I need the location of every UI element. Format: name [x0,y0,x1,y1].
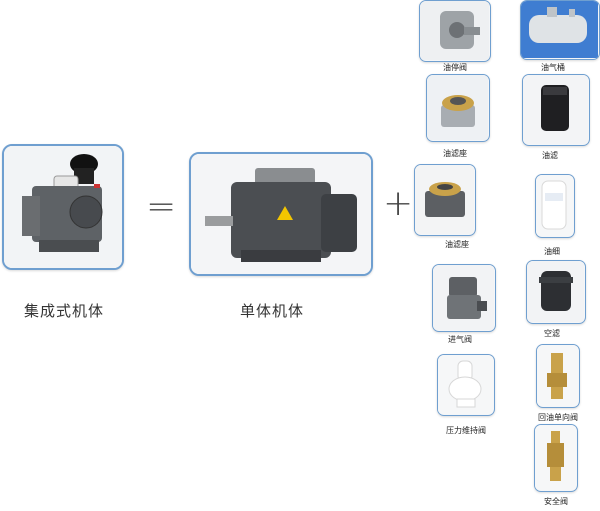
intake-valve-label: 进气阀 [448,334,472,345]
oil-filter-label: 油滤 [542,150,558,161]
oil-stop-valve-image [420,1,489,60]
check-valve-label: 回油单向阀 [538,412,578,423]
oil-separator-label: 油细 [544,246,560,257]
oil-separator-image [536,175,573,236]
air-filter-image [527,261,584,322]
min-pressure-valve-card [437,354,495,416]
oil-gas-tank-card [520,0,600,60]
oil-filter-seat-b-card [414,164,476,236]
integrated-unit-label: 集成式机体 [24,300,104,321]
safety-valve-image [535,425,576,490]
integrated-unit-card [2,144,124,270]
oil-stop-valve-label: 油停阀 [443,62,467,73]
oil-filter-seat-a-card [426,74,490,142]
safety-valve-label: 安全阀 [544,496,568,507]
single-compressor-image [191,154,371,274]
air-filter-label: 空滤 [544,328,560,339]
intake-valve-card [432,264,496,332]
oil-separator-card [535,174,575,238]
oil-filter-image [523,75,588,144]
oil-filter-seat-b-image [415,165,474,234]
check-valve-card [536,344,580,408]
single-unit-card [189,152,373,276]
air-filter-card [526,260,586,324]
equals-sign: = [146,186,176,227]
oil-gas-tank-label: 油气桶 [541,62,565,73]
min-pressure-valve-label: 压力维持阀 [446,425,486,436]
oil-gas-tank-image [521,1,598,58]
oil-filter-seat-a-image [427,75,488,140]
oil-filter-seat-a-label: 油滤座 [443,148,467,159]
oil-filter-card [522,74,590,146]
safety-valve-card [534,424,578,492]
check-valve-image [537,345,578,406]
intake-valve-image [433,265,494,330]
min-pressure-valve-image [438,355,493,414]
plus-sign: + [383,183,413,224]
single-unit-label: 单体机体 [240,300,304,321]
integrated-compressor-image [4,146,122,268]
oil-stop-valve-card [419,0,491,62]
oil-filter-seat-b-label: 油滤座 [445,239,469,250]
